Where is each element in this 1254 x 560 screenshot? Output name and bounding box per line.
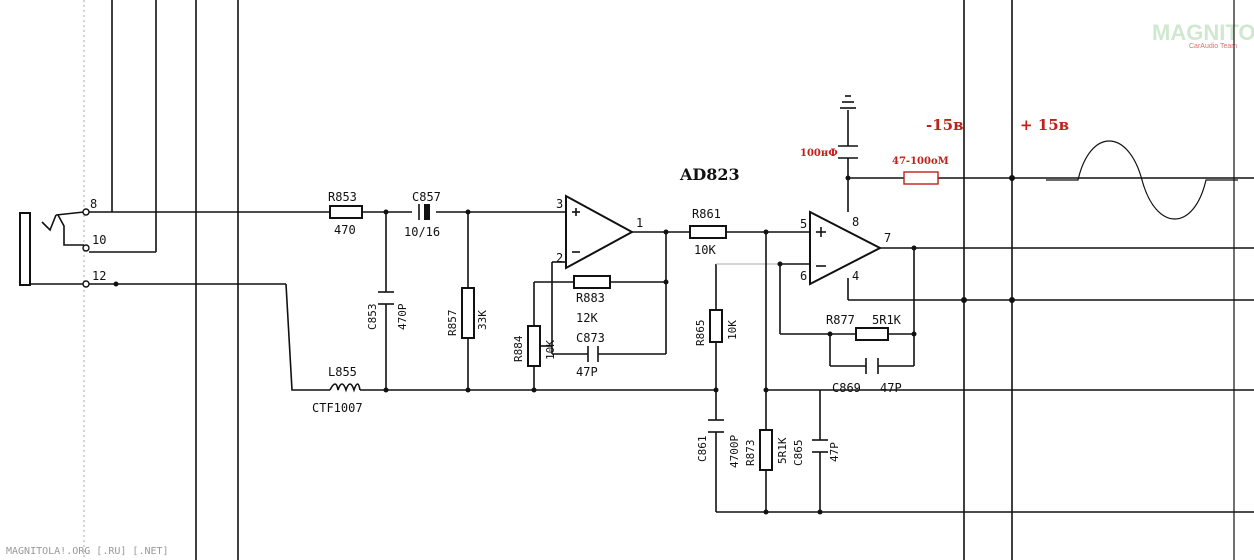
c853-value: 470P <box>396 303 409 330</box>
r873-value: 5R1K <box>776 437 789 464</box>
c865-label: C865 <box>792 440 805 467</box>
junction-dots <box>113 175 1015 515</box>
opamp1-pin1: 1 <box>636 216 643 230</box>
r857-label: R857 <box>446 310 459 337</box>
logo-subtitle: CarAudio Team <box>1189 43 1237 50</box>
r861-label: R861 <box>692 207 721 221</box>
supply-positive-label: + 15в <box>1020 116 1069 134</box>
opamp-2: 5 6 7 8 4 <box>800 210 891 286</box>
opamp-1: 3 2 1 <box>556 194 643 270</box>
cap-100nf-label: 100нФ <box>800 148 838 159</box>
pin-12-label: 12 <box>92 269 106 283</box>
capacitor-c861: C861 4700P <box>696 419 741 468</box>
c861-value: 4700P <box>728 435 741 468</box>
pin-8-label: 8 <box>90 197 97 211</box>
wires <box>89 110 1254 513</box>
logo-text: MAGNITOLA <box>1152 20 1254 45</box>
resistor-r877: R877 5R1K <box>826 313 902 341</box>
capacitor-c865: C865 47P <box>792 439 841 467</box>
r853-value: 470 <box>334 223 356 237</box>
sine-wave-icon <box>1046 140 1238 220</box>
c865-value: 47P <box>828 442 841 462</box>
capacitor-c857: C857 10/16 <box>404 190 441 239</box>
capacitor-c873: C873 47P <box>576 331 605 379</box>
inductor-l855: L855 CTF1007 <box>312 365 363 415</box>
resistor-47-100-label: 47-100оМ <box>892 156 949 167</box>
resistor-r873: R873 5R1K <box>744 429 789 471</box>
chip-label: AD823 <box>679 165 740 184</box>
r873-label: R873 <box>744 440 757 467</box>
r883-value: 12K <box>576 311 598 325</box>
r884-label: R884 <box>512 335 525 362</box>
capacitor-c853: C853 470P <box>366 291 409 331</box>
supply-negative-label: -15в <box>926 116 964 134</box>
c857-label: C857 <box>412 190 441 204</box>
c861-label: C861 <box>696 436 709 463</box>
ground-icon <box>840 95 856 109</box>
c869-value: 47P <box>880 381 902 395</box>
magnitola-logo: MAGNITOLA CarAudio Team <box>1152 20 1254 50</box>
r865-label: R865 <box>694 320 707 347</box>
opamp2-pin4: 4 <box>852 269 859 283</box>
c869-label: C869 <box>832 381 861 395</box>
l855-value: CTF1007 <box>312 401 363 415</box>
c873-value: 47P <box>576 365 598 379</box>
r883-label: R883 <box>576 291 605 305</box>
r865-value: 10K <box>726 320 739 340</box>
r853-label: R853 <box>328 190 357 204</box>
capacitor-100nf-annotation: 100нФ <box>800 145 858 159</box>
audio-jack: 8 10 12 <box>19 197 106 288</box>
opamp1-pin2: 2 <box>556 251 563 265</box>
r861-value: 10K <box>694 243 716 257</box>
resistor-47-100-annotation: 47-100оМ <box>892 156 949 185</box>
r857-value: 33K <box>476 310 489 330</box>
resistor-r884: R884 10K <box>512 325 557 367</box>
resistor-r883: R883 12K <box>573 275 611 325</box>
opamp2-pin7: 7 <box>884 231 891 245</box>
r877-value: 5R1K <box>872 313 902 327</box>
resistor-r865: R865 10K <box>694 309 739 347</box>
c857-value: 10/16 <box>404 225 440 239</box>
opamp2-pin5: 5 <box>800 217 807 231</box>
opamp2-pin8: 8 <box>852 215 859 229</box>
r877-label: R877 <box>826 313 855 327</box>
r884-value: 10K <box>544 340 557 360</box>
watermark: MAGNITOLA!.ORG [.RU] [.NET] <box>6 546 169 557</box>
c873-label: C873 <box>576 331 605 345</box>
c853-label: C853 <box>366 304 379 331</box>
l855-label: L855 <box>328 365 357 379</box>
resistor-r857: R857 33K <box>446 287 489 339</box>
capacitor-c869: C869 47P <box>832 358 902 395</box>
frame-lines <box>111 0 1235 560</box>
resistor-r861: R861 10K <box>689 207 727 257</box>
opamp1-pin3: 3 <box>556 197 563 211</box>
opamp2-pin6: 6 <box>800 269 807 283</box>
resistor-r853: R853 470 <box>328 190 363 237</box>
pin-10-label: 10 <box>92 233 106 247</box>
